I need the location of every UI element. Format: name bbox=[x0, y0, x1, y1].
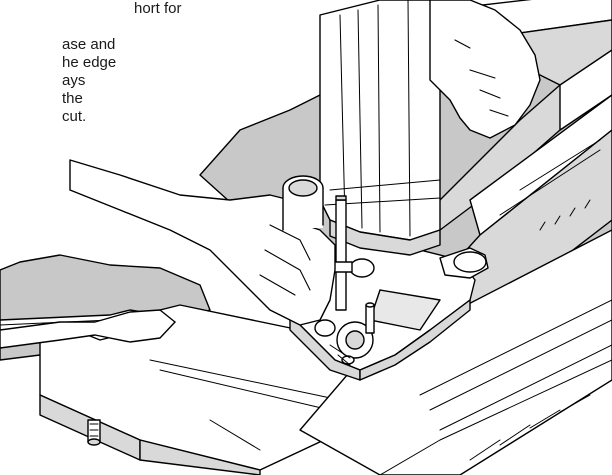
push-stick bbox=[0, 309, 176, 349]
caption-line: ays bbox=[62, 72, 86, 89]
left-hand bbox=[69, 159, 336, 326]
bolt-peg bbox=[87, 419, 101, 446]
caption-text: hort for ase and he edge ays the cut. bbox=[0, 0, 200, 180]
caption-line: ase and bbox=[62, 36, 116, 53]
grooved-board bbox=[299, 199, 612, 475]
caption-line: hort for bbox=[134, 0, 182, 17]
caption-line: he edge bbox=[62, 54, 117, 71]
router-knob bbox=[349, 247, 489, 279]
right-hand bbox=[429, 0, 541, 139]
caption-line: cut. bbox=[62, 108, 87, 125]
caption-line: the bbox=[62, 90, 83, 107]
